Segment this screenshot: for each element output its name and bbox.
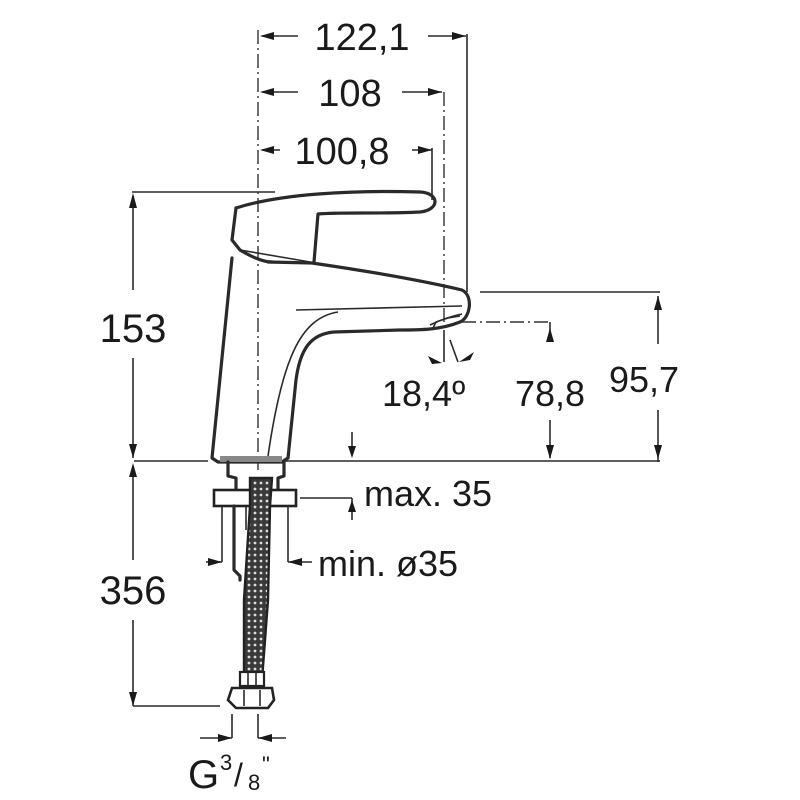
shank-assembly [212,460,298,682]
dim-hose-length-label: 356 [100,569,167,613]
thread-numerator: 3 [220,750,232,775]
dim-outlet-height: 78,8 [462,321,585,459]
hose-connector [226,670,276,710]
dim-spout-top-height: 95,7 [480,291,679,462]
dim-overall-reach: 122,1 [260,17,468,292]
dim-total-height-label: 153 [100,307,167,351]
dim-min-hole-diameter: min. ø35 [206,506,458,584]
dim-connection-thread: G 3 / 8 " [188,714,286,797]
dim-max-deck-thickness-label: max. 35 [364,473,492,514]
dim-total-height: 153 [100,191,275,458]
dim-spout-top-height-label: 95,7 [609,359,679,400]
dim-lever-reach: 108 [260,73,445,330]
dim-max-deck-thickness: max. 35 [300,473,492,520]
thread-letter: G [188,753,219,797]
dim-spout-reach-label: 100,8 [294,131,389,173]
thread-denominator: 8 [248,770,260,795]
dim-overall-reach-label: 122,1 [314,17,409,59]
dim-outlet-angle: 18,4º [382,330,474,414]
dim-lever-reach-label: 108 [318,73,381,115]
dim-min-hole-diameter-label: min. ø35 [318,543,458,584]
dim-outlet-angle-label: 18,4º [382,373,465,414]
dim-outlet-height-label: 78,8 [515,373,585,414]
dim-spout-reach: 100,8 [260,131,433,200]
tap-body [210,189,471,464]
dim-hose-length: 356 [100,463,220,707]
thread-slash: / [234,757,243,793]
thread-inch-mark: " [262,752,270,777]
